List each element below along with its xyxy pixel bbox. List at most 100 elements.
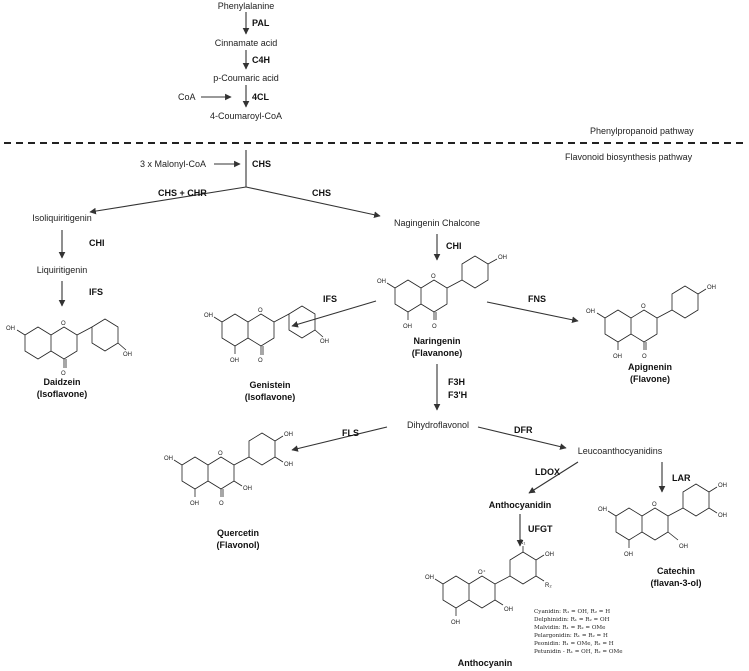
enzyme-ldox: LDOX [535,467,560,477]
legend-line: Peonidin: R₁ = OMe, R₂ = H [534,641,614,647]
catechin-ring-o: O [652,502,657,508]
quercetin-name: Quercetin [217,528,259,538]
anthocyanin-oh-4p: OH [545,552,554,558]
quercetin-ring-o: O [218,451,223,457]
enzyme-4cl: 4CL [252,92,270,102]
quercetin-oh-4p: OH [284,462,293,468]
catechin-oh-3p: OH [718,483,727,489]
enzyme-chi-left: CHI [89,238,105,248]
enzyme-chs-right: CHS [312,188,331,198]
quercetin-oh-3p: OH [284,432,293,438]
apigenin-oh-bottom: OH [613,354,622,360]
arrow-to-chalcone [245,186,381,218]
enzyme-chs-chr: CHS + CHR [158,188,207,198]
genistein-name: Genistein [249,380,290,390]
naringenin-ring-o: O [431,274,436,280]
genistein-structure [213,305,324,355]
catechin-name: Catechin [657,566,695,576]
arrow-to-isoliquiritigenin [89,186,247,215]
naringenin-oh-bottom: OH [403,324,412,330]
catechin-class: (flavan-3-ol) [650,578,701,588]
catechin-oh-3: OH [679,544,688,550]
anthocyanin-r1: R₁ [519,540,525,546]
enzyme-c4h: C4H [252,55,270,65]
enzyme-ifs-left: IFS [89,287,103,297]
arrow-ifs-mid [291,300,377,328]
legend-line: Petunidin - R₁ = OH, R₂ = OMe [534,649,623,655]
anthocyanin-legend: Cyanidin: R₁ = OH, R₂ = H Delphinidin: R… [534,609,623,655]
naringenin-oh-right: OH [498,255,507,261]
daidzein-ketone-o: O [61,371,66,377]
genistein-ketone-o: O [258,358,263,364]
compound-4-coumaroyl-coa: 4-Coumaroyl-CoA [210,111,282,121]
catechin-oh-4p: OH [718,513,727,519]
enzyme-f3h: F3H [448,377,465,387]
quercetin-ketone-o: O [219,501,224,507]
compound-cinnamate: Cinnamate acid [215,38,278,48]
naringenin-ketone-o: O [432,324,437,330]
enzyme-lar: LAR [672,473,691,483]
label-phenylpropanoid-pathway: Phenylpropanoid pathway [590,126,694,136]
genistein-oh-bottom: OH [230,358,239,364]
enzyme-chi-right: CHI [446,241,462,251]
catechin-oh-left: OH [598,507,607,513]
enzyme-chs: CHS [252,159,271,169]
catechin-oh-bottom: OH [624,552,633,558]
daidzein-ring-o: O [61,321,66,327]
compound-phenylalanine: Phenylalanine [218,1,275,11]
quercetin-oh-3: OH [243,486,252,492]
daidzein-class: (Isoflavone) [37,389,88,399]
daidzein-name: Daidzein [43,377,80,387]
compound-liquiritigenin: Liquiritigenin [37,265,88,275]
anthocyanin-structure [434,546,545,616]
legend-line: Cyanidin: R₁ = OH, R₂ = H [534,609,610,615]
anthocyanin-oh-left: OH [425,575,434,581]
genistein-class: (Isoflavone) [245,392,296,402]
enzyme-ufgt: UFGT [528,524,553,534]
quercetin-oh-left: OH [164,456,173,462]
compound-anthocyanin: Anthocyanin [458,658,513,668]
compound-anthocyanidin: Anthocyanidin [489,500,552,510]
arrow-dfr [477,426,567,450]
anthocyanin-r2: R₂ [545,583,552,589]
daidzein-oh-right: OH [123,352,132,358]
quercetin-structure [173,432,284,497]
daidzein-structure [16,318,127,368]
legend-line: Pelargonidin: R₁ = R₂ = H [534,633,608,639]
arrow-fns [486,301,579,324]
genistein-oh-right: OH [320,339,329,345]
daidzein-oh-left: OH [6,326,15,332]
quercetin-oh-bottom: OH [190,501,199,507]
naringenin-name: Naringenin [413,336,460,346]
apigenin-oh-left: OH [586,309,595,315]
naringenin-oh-left: OH [377,279,386,285]
arrow-ldox [528,461,579,494]
compound-coa: CoA [178,92,196,102]
compound-p-coumaric: p-Coumaric acid [213,73,279,83]
anthocyanin-ring-o-plus: O⁺ [478,569,486,576]
apigenin-ring-o: O [641,304,646,310]
naringenin-class: (Flavanone) [412,348,463,358]
naringenin-structure [386,255,498,320]
legend-line: Malvidin: R₁ = R₂ = OMe [534,625,606,631]
compound-leucoanthocyanidins: Leucoanthocyanidins [578,446,663,456]
enzyme-ifs-mid: IFS [323,294,337,304]
genistein-ring-o: O [258,308,263,314]
compound-nagingenin-chalcone: Nagingenin Chalcone [394,218,480,228]
genistein-oh-left: OH [204,313,213,319]
compound-malonyl-coa: 3 x Malonyl-CoA [140,159,206,169]
enzyme-fns: FNS [528,294,546,304]
apigenin-ketone-o: O [642,354,647,360]
compound-dihydroflavonol: Dihydroflavonol [407,420,469,430]
apigenin-oh-right: OH [707,285,716,291]
enzyme-f3ph: F3'H [448,390,467,400]
enzyme-pal: PAL [252,18,270,28]
anthocyanin-oh-3: OH [504,607,513,613]
quercetin-class: (Flavonol) [217,540,260,550]
anthocyanin-oh-bottom: OH [451,620,460,626]
enzyme-dfr: DFR [514,425,533,435]
apigenin-class: (Flavone) [630,374,670,384]
apigenin-name: Apignenin [628,362,672,372]
arrow-fls [291,426,388,452]
